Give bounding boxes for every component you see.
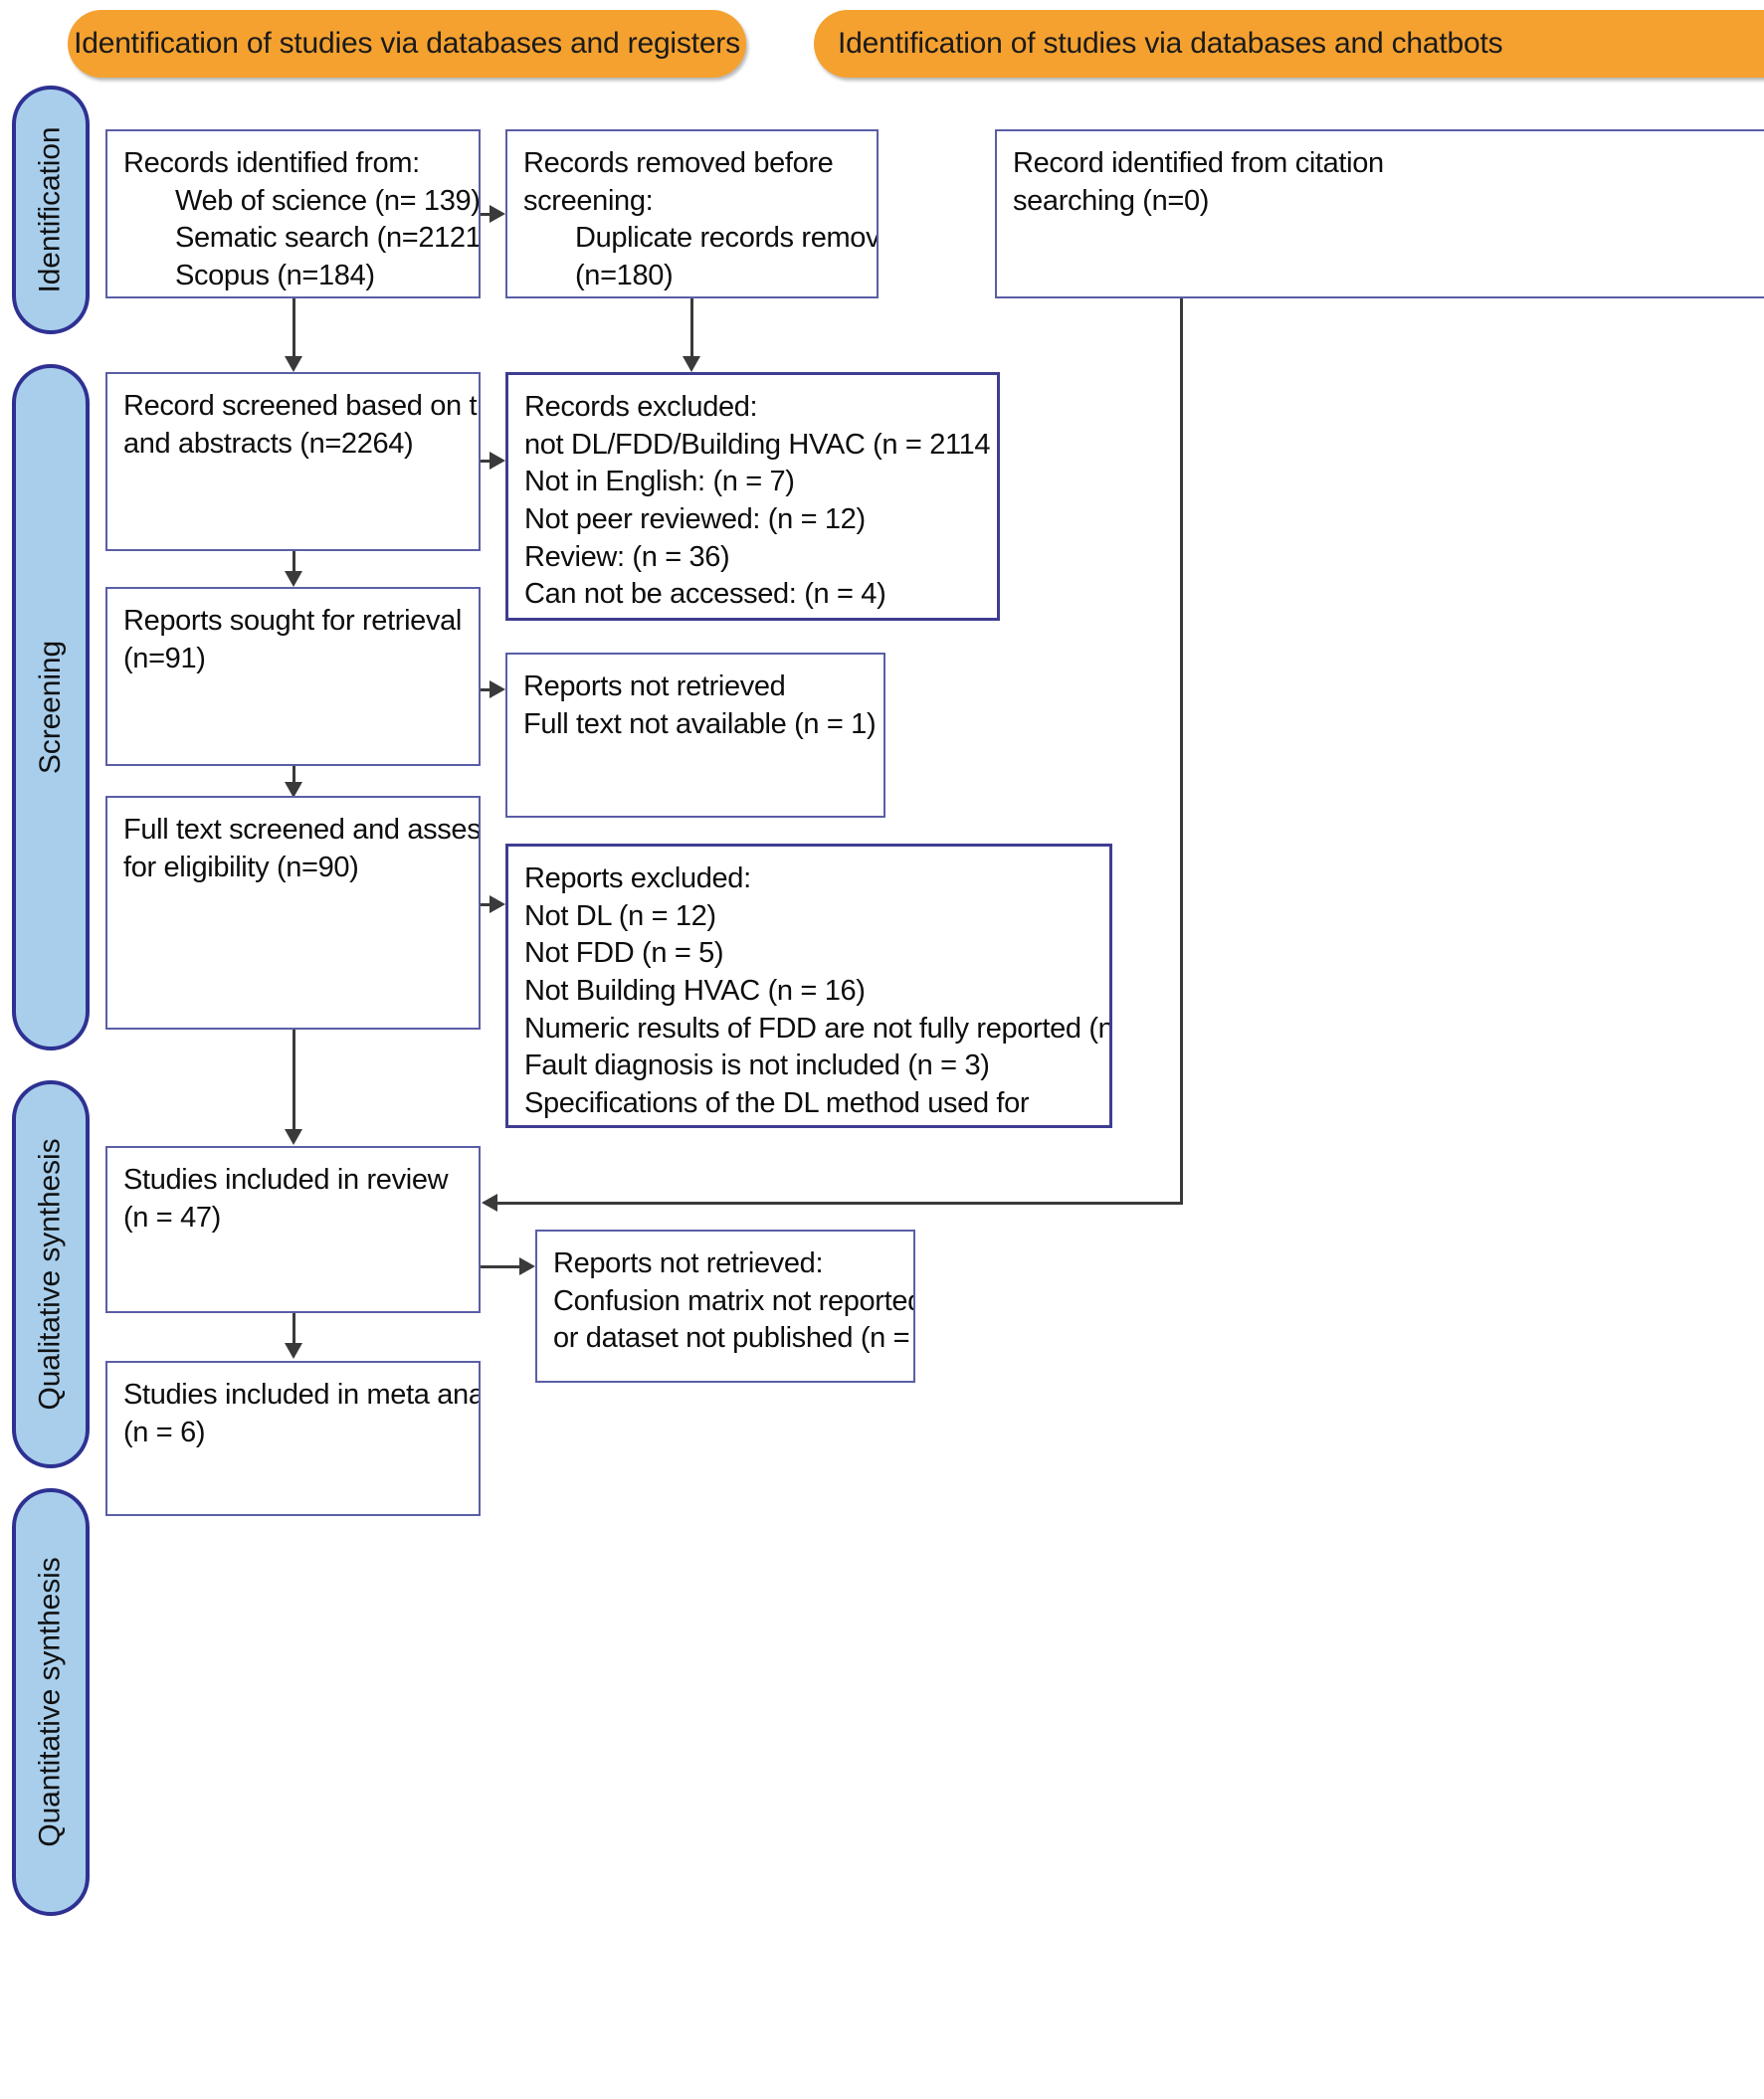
connector-fulltext-to-excluded [481, 903, 490, 906]
line: Studies included in review [123, 1164, 449, 1196]
box-citation-records: Record identified from citation searchin… [995, 129, 1764, 298]
line: Reports sought for retrieval [123, 605, 462, 637]
box-records-screened: Record screened based on titles and abst… [105, 372, 481, 551]
line: Not FDD (n = 5) [524, 937, 724, 970]
line: Scopus (n=184) [175, 260, 375, 292]
line: Duplicate records removed [575, 222, 879, 255]
line: and abstracts (n=2264) [123, 427, 414, 460]
box-records-identified: Records identified from: Web of science … [105, 129, 481, 298]
stage-pill-screening: Screening [12, 364, 90, 1050]
arrow-head-right [490, 452, 505, 470]
box-studies-included: Studies included in review (n = 47) [105, 1146, 481, 1313]
stage-label: Screening [34, 640, 68, 775]
connector-citation-left [497, 1202, 1183, 1205]
line: Records excluded: [524, 391, 758, 423]
arrow-head-down [683, 356, 700, 372]
arrow-head-down [285, 356, 302, 372]
line: Records removed before [523, 147, 834, 179]
header-databases-registers: Identification of studies via databases … [68, 10, 746, 78]
line: Reports not retrieved [523, 670, 786, 702]
header-label: Identification of studies via databases … [838, 27, 1503, 60]
arrow-head-left [482, 1194, 497, 1212]
stage-label: Identification [34, 126, 68, 293]
line: Full text screened and assessed [123, 814, 481, 846]
stage-pill-qualitative-synthesis: Qualitative synthesis [12, 1080, 90, 1468]
line: Not DL (n = 12) [524, 899, 716, 932]
line: Not in English: (n = 7) [524, 466, 795, 498]
box-records-removed: Records removed before screening: Duplic… [505, 129, 879, 298]
line: for eligibility (n=90) [123, 851, 359, 883]
connector-citation-down [1180, 298, 1183, 1204]
stage-pill-quantitative-synthesis: Quantitative synthesis [12, 1488, 90, 1916]
line: Specifications of the DL method used for [524, 1087, 1030, 1120]
line: (n = 47) [123, 1201, 221, 1234]
line: Not Building HVAC (n = 16) [524, 975, 866, 1008]
arrow-head-down [285, 571, 302, 587]
line: Fault diagnosis is not included (n = 3) [524, 1050, 990, 1082]
stage-label: Qualitative synthesis [34, 1138, 67, 1411]
connector-removed-down [690, 298, 693, 364]
line: Studies included in meta analysis [123, 1379, 479, 1411]
header-label: Identification of studies via databases … [74, 27, 740, 60]
connector-screened-to-excluded [481, 460, 490, 463]
box-records-excluded: Records excluded: not DL/FDD/Building HV… [505, 372, 1000, 621]
line: Record screened based on titles [123, 390, 479, 422]
arrow-head-right [519, 1257, 535, 1275]
line: Web of science (n= 139) [175, 184, 481, 217]
box-reports-sought: Reports sought for retrieval (n=91) [105, 587, 481, 766]
line: Sematic search (n=2121) [175, 222, 481, 255]
stage-label: Quantitative synthesis [34, 1557, 68, 1847]
arrow-head-down [285, 782, 302, 798]
header-databases-chatbots: Identification of studies via databases … [814, 10, 1764, 78]
line: Review: (n = 36) [524, 540, 730, 573]
line: Records identified from: [123, 147, 420, 179]
stage-pill-identification: Identification [12, 86, 90, 334]
connector-fulltext-down [293, 1030, 295, 1137]
line: Record identified from citation [1013, 147, 1384, 179]
line: Reports not retrieved: [553, 1247, 824, 1279]
line: screening: [523, 184, 654, 217]
box-reports-excluded: Reports excluded: Not DL (n = 12) Not FD… [505, 844, 1112, 1128]
arrow-head-right [490, 205, 505, 223]
line: (n=180) [575, 260, 674, 292]
arrow-head-down [285, 1343, 302, 1359]
box-reports-not-retrieved-2: Reports not retrieved: Confusion matrix … [535, 1230, 915, 1383]
box-fulltext-screened: Full text screened and assessed for elig… [105, 796, 481, 1030]
line: or dataset not published (n = 41) [553, 1322, 910, 1355]
line: Confusion matrix not reported [553, 1284, 915, 1317]
box-reports-not-retrieved: Reports not retrieved Full text not avai… [505, 653, 885, 818]
line: (n = 6) [123, 1416, 206, 1448]
line: Reports excluded: [524, 862, 751, 894]
line: Full text not available (n = 1) [523, 707, 877, 740]
connector-sought-down [293, 766, 295, 790]
line: not DL/FDD/Building HVAC (n = 2114 ) [524, 428, 1000, 461]
connector-included-down [293, 1313, 295, 1351]
line: HVAC FDD are not documented (n = 3) [524, 1123, 1093, 1126]
connector-included-to-notretrieved2 [481, 1265, 520, 1268]
box-meta-analysis: Studies included in meta analysis (n = 6… [105, 1361, 481, 1516]
arrow-head-down [285, 1129, 302, 1145]
connector-sought-to-notretrieved [481, 688, 490, 691]
line: Not peer reviewed: (n = 12) [524, 503, 866, 536]
arrow-head-right [490, 895, 505, 913]
connector-identified-to-removed [481, 213, 490, 216]
arrow-head-right [490, 680, 505, 698]
line: Can not be accessed: (n = 4) [524, 578, 886, 611]
line: Numeric results of FDD are not fully rep… [524, 1012, 1112, 1045]
line: (n=91) [123, 642, 206, 674]
connector-identified-down [293, 298, 295, 364]
connector-screened-down [293, 551, 295, 579]
line: searching (n=0) [1013, 184, 1210, 217]
